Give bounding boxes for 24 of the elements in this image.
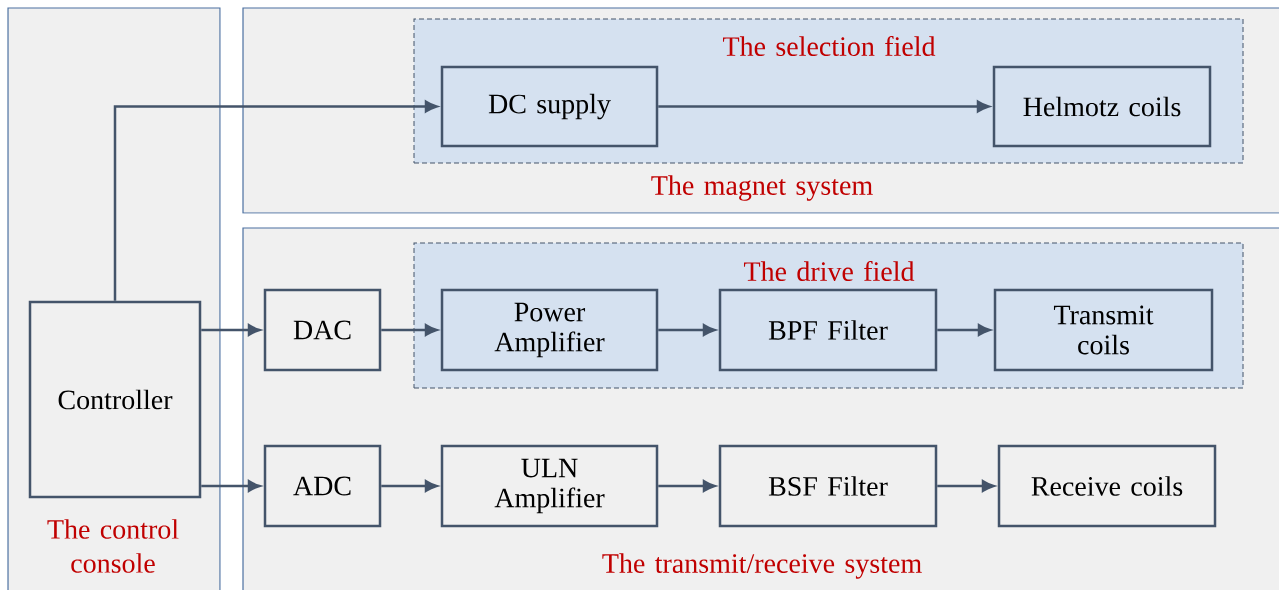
- field-heading: The selection field: [723, 36, 936, 56]
- block-box: Power Amplifier: [440, 288, 659, 372]
- block-box: DC supply: [440, 65, 659, 148]
- arrow: [201, 324, 261, 336]
- arrow: [201, 480, 261, 492]
- arrow: [937, 324, 991, 336]
- block-box: Controller: [28, 300, 202, 499]
- block-box: ADC: [263, 444, 382, 528]
- block-box: DAC: [263, 288, 382, 372]
- block-box: BPF Filter: [718, 288, 938, 372]
- block-box: Transmit coils: [993, 288, 1214, 372]
- panel-heading: The control console: [47, 519, 179, 573]
- panel-heading: The magnet system: [651, 175, 873, 201]
- arrow: [658, 324, 716, 336]
- panel-heading: The transmit/receive system: [602, 553, 922, 579]
- block-box: Receive coils: [997, 444, 1217, 528]
- arrow: [381, 324, 438, 336]
- arrow: [658, 480, 716, 492]
- field-heading: The drive field: [744, 261, 915, 281]
- arrow: [381, 480, 438, 492]
- arrow: [937, 480, 995, 492]
- block-box: BSF Filter: [718, 444, 938, 528]
- block-box: ULN Amplifier: [440, 444, 659, 528]
- block-box: Helmotz coils: [992, 65, 1212, 148]
